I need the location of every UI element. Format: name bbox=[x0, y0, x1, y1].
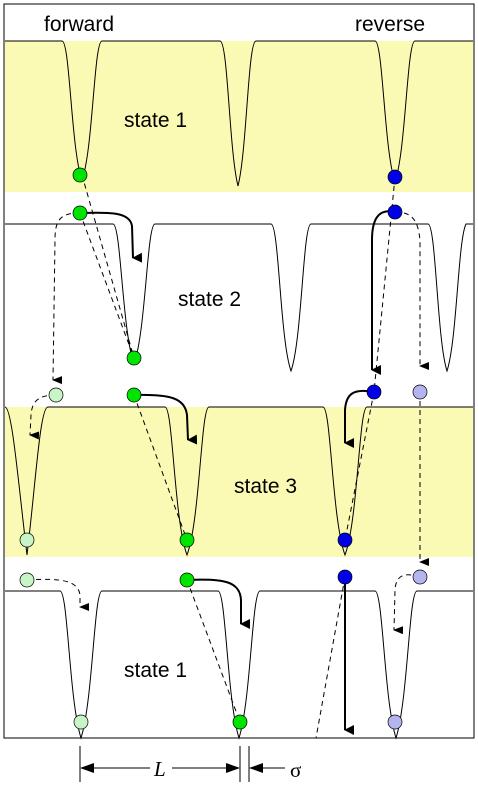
forward-particle-4 bbox=[126, 387, 142, 403]
L-label: L bbox=[153, 757, 166, 781]
forward-particle-3 bbox=[126, 350, 142, 366]
forward-ghost-4 bbox=[73, 714, 89, 730]
reverse-ghost-3 bbox=[387, 714, 403, 730]
particles bbox=[19, 167, 428, 730]
forward-particle-1 bbox=[72, 167, 88, 183]
state1-top-label: state 1 bbox=[124, 109, 187, 132]
forward-particle-5 bbox=[179, 532, 195, 548]
state2-label: state 2 bbox=[178, 288, 241, 311]
reverse-particle-2 bbox=[387, 204, 403, 220]
forward-particle-6 bbox=[179, 572, 195, 588]
forward-label: forward bbox=[44, 13, 114, 36]
reverse-particle-3 bbox=[366, 384, 382, 400]
forward-ghost-3 bbox=[19, 572, 35, 588]
reverse-particle-1 bbox=[387, 169, 403, 185]
reverse-label: reverse bbox=[355, 13, 425, 36]
forward-particle-2 bbox=[72, 205, 88, 221]
state3-label: state 3 bbox=[234, 475, 297, 498]
state3-band bbox=[5, 407, 473, 557]
reverse-particle-5 bbox=[337, 569, 353, 585]
dimension-markers bbox=[79, 746, 285, 782]
state1-bottom-potential bbox=[5, 590, 473, 740]
reverse-ghost-1 bbox=[412, 384, 428, 400]
state1-top-band bbox=[5, 41, 473, 192]
forward-arrow-1 bbox=[79, 211, 143, 263]
forward-ghost-1 bbox=[48, 387, 64, 403]
forward-arrow-3 bbox=[186, 578, 250, 629]
reverse-particle-4 bbox=[337, 532, 353, 548]
sigma-label: σ bbox=[290, 758, 301, 782]
forward-arrow-2 bbox=[133, 393, 198, 445]
state1-bottom-label: state 1 bbox=[124, 659, 187, 682]
state3-potential bbox=[4, 406, 473, 557]
forward-dashed-path-3 bbox=[26, 578, 89, 611]
forward-particle-7 bbox=[232, 714, 248, 730]
reverse-ghost-2 bbox=[412, 569, 428, 585]
forward-ghost-2 bbox=[19, 532, 35, 548]
